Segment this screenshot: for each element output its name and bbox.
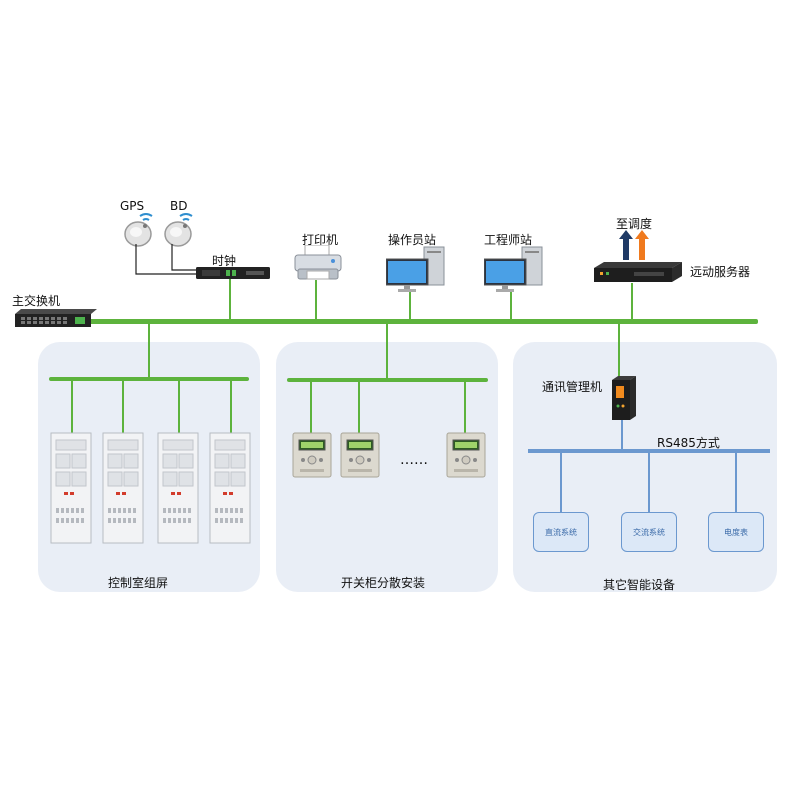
main-network-bus	[78, 319, 758, 324]
cabinet-1-connector	[71, 380, 73, 434]
antenna-wiring	[135, 244, 198, 275]
control-cabinet-icon	[157, 432, 199, 544]
main-switch-icon	[15, 309, 97, 327]
dc-system-connector	[560, 452, 562, 512]
dc-system-box: 直流系统	[533, 512, 589, 552]
clock-label: 时钟	[212, 254, 237, 268]
bd-antenna-icon	[164, 213, 193, 247]
clock-device-icon	[196, 267, 270, 279]
printer-connector	[315, 280, 317, 320]
relay-2-connector	[358, 381, 360, 434]
comm-manager-label: 通讯管理机	[542, 380, 603, 394]
printer-icon	[294, 245, 342, 280]
main-switch-label: 主交换机	[12, 294, 61, 308]
dispatch-arrows-icon	[619, 230, 649, 260]
relay-3-connector	[464, 381, 466, 433]
control-cabinet-icon	[50, 432, 92, 544]
operator-label: 操作员站	[388, 233, 437, 247]
switchgear-drop	[386, 323, 388, 379]
comm-manager-drop	[618, 323, 620, 378]
control-room-title: 控制室组屏	[108, 576, 169, 590]
engineer-label: 工程师站	[484, 233, 533, 247]
printer-label: 打印机	[302, 233, 339, 247]
rs485-bus	[528, 449, 770, 453]
engineer-workstation-icon	[484, 246, 543, 292]
cabinet-4-connector	[230, 380, 232, 434]
comm-manager-icon	[612, 376, 636, 420]
remote-server-label: 远动服务器	[690, 265, 751, 279]
gps-label: GPS	[120, 199, 145, 213]
rs485-label: RS485方式	[657, 436, 720, 450]
protection-relay-icon	[292, 432, 332, 478]
clock-connector	[229, 276, 231, 320]
dispatch-label: 至调度	[616, 217, 653, 231]
meter-box: 电度表	[708, 512, 764, 552]
gps-antenna-icon	[124, 213, 153, 247]
switchgear-bus	[287, 378, 488, 382]
operator-workstation-icon	[386, 246, 445, 292]
ac-system-box: 交流系统	[621, 512, 677, 552]
control-room-bus	[49, 377, 249, 381]
relay-1-connector	[310, 381, 312, 434]
control-cabinet-icon	[102, 432, 144, 544]
more-devices-ellipsis: ……	[400, 452, 428, 468]
ac-system-connector	[648, 452, 650, 512]
other-devices-title: 其它智能设备	[603, 578, 676, 592]
operator-connector	[409, 290, 411, 320]
cabinet-3-connector	[178, 380, 180, 434]
engineer-connector	[510, 290, 512, 320]
switchgear-title: 开关柜分散安装	[341, 576, 426, 590]
control-room-drop	[148, 323, 150, 379]
comm-manager-rs485-link	[621, 420, 623, 450]
protection-relay-icon	[340, 432, 380, 478]
meter-connector	[735, 452, 737, 512]
bd-label: BD	[170, 199, 188, 213]
protection-relay-icon	[446, 432, 486, 478]
remote-server-icon	[594, 262, 682, 282]
control-cabinet-icon	[209, 432, 251, 544]
server-connector	[631, 283, 633, 320]
cabinet-2-connector	[122, 380, 124, 434]
